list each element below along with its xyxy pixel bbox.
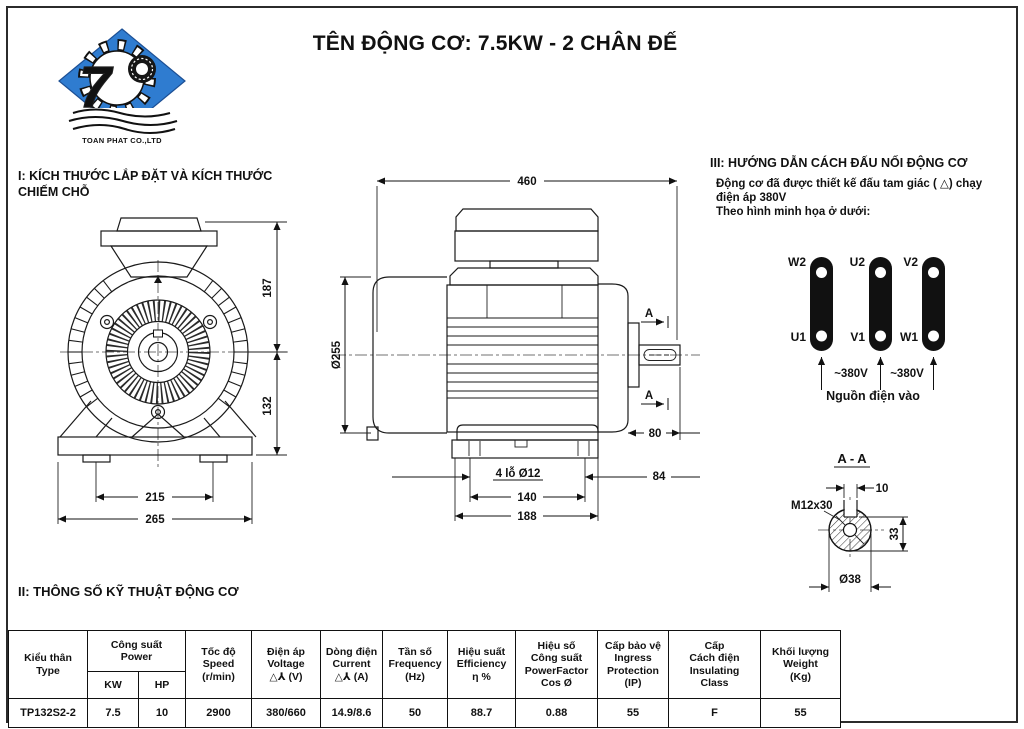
section-aa-detail: A - A 10 M12x30 33 Ø38 <box>791 451 908 592</box>
val-current: 14.9/8.6 <box>320 698 383 728</box>
terminal-u1: U1 <box>791 330 807 344</box>
section1-heading: I: KÍCH THƯỚC LẮP ĐẶT VÀ KÍCH THƯỚC CHIẾ… <box>18 169 273 200</box>
holes-label: 4 lỗ Ø12 <box>496 467 541 480</box>
val-powerfactor: 0.88 <box>515 698 598 728</box>
company-name: TOAN PHAT CO.,LTD <box>82 136 162 145</box>
front-dimensions: 187 132 215 265 <box>57 221 287 526</box>
dim-dia255: Ø255 <box>331 340 343 369</box>
col-powerfactor: Hiệu số Công suất PowerFactor Cos Ø <box>515 630 598 699</box>
section2-heading: II: THÔNG SỐ KỸ THUẬT ĐỘNG CƠ <box>18 584 239 599</box>
val-efficiency: 88.7 <box>447 698 516 728</box>
col-speed: Tốc độ Speed (r/min) <box>185 630 252 699</box>
section-aa-title: A - A <box>837 451 867 466</box>
val-weight: 55 <box>760 698 841 728</box>
motor-front-view: 187 132 215 265 <box>57 217 288 526</box>
terminal-u2: U2 <box>850 255 866 269</box>
terminal-w1: W1 <box>900 330 918 344</box>
spec-table: Kiểu thân Type Công suất Power Tốc độ Sp… <box>8 630 841 728</box>
motor-side-view: 460 Ø255 80 4 lỗ Ø12 84 140 188 <box>331 175 700 523</box>
terminal-wiring-diagram: W2 U2 V2 U1 V1 W1 ~380V ~380V Nguồn điện… <box>788 255 945 403</box>
shaft-side <box>638 344 681 366</box>
table-row: TP132S2-2 7.5 10 2900 380/660 14.9/8.6 5… <box>8 698 841 728</box>
aa-dimensions: 10 M12x30 33 Ø38 <box>791 483 908 592</box>
col-type: Kiểu thân Type <box>8 630 88 699</box>
dim-10: 10 <box>876 483 889 495</box>
col-hp: HP <box>138 671 186 699</box>
mounting-feet-front <box>57 400 257 463</box>
section-marker-a-bottom: A <box>645 390 653 402</box>
motor-body-side <box>446 284 599 433</box>
terminal-w2: W2 <box>788 255 806 269</box>
sheet-title: TÊN ĐỘNG CƠ: 7.5KW - 2 CHÂN ĐẾ <box>312 32 678 55</box>
col-frequency: Tần số Frequency (Hz) <box>382 630 448 699</box>
section3-heading: III: HƯỚNG DẪN CÁCH ĐẤU NỐI ĐỘNG CƠ <box>710 156 968 170</box>
terminal-links <box>810 257 945 351</box>
val-voltage: 380/660 <box>251 698 321 728</box>
val-insulation: F <box>668 698 761 728</box>
val-hp: 10 <box>138 698 186 728</box>
mounting-feet-side <box>451 424 599 459</box>
terminal-v2: V2 <box>903 255 918 269</box>
val-speed: 2900 <box>185 698 252 728</box>
bolt-ears <box>99 314 218 420</box>
dim-188: 188 <box>517 511 537 523</box>
side-dimensions: 460 Ø255 80 4 lỗ Ø12 84 140 188 <box>331 175 700 523</box>
lifting-mark <box>154 276 162 283</box>
voltage-label-left: ~380V <box>834 368 868 380</box>
company-logo: 7 TOAN PHAT CO.,LTD <box>58 28 186 145</box>
val-ip: 55 <box>597 698 669 728</box>
thread-label: M12x30 <box>791 500 833 512</box>
col-efficiency: Hiệu suất Efficiency η % <box>447 630 516 699</box>
dim-84: 84 <box>653 471 666 483</box>
val-kw: 7.5 <box>87 698 139 728</box>
dim-265: 265 <box>145 514 165 526</box>
dim-140: 140 <box>517 492 536 504</box>
keyway-slot <box>844 500 857 517</box>
col-current: Dòng điện Current △⅄ (A) <box>320 630 383 699</box>
section-marker-a-top: A <box>645 308 653 320</box>
bearing-icon <box>128 55 156 83</box>
terminal-box-side <box>449 208 599 286</box>
dim-215: 215 <box>145 492 165 504</box>
stator-hatch <box>106 300 210 404</box>
terminal-box-front <box>100 217 218 278</box>
water-waves-icon <box>68 108 178 134</box>
val-frequency: 50 <box>382 698 448 728</box>
col-kw: KW <box>87 671 139 699</box>
dim-33: 33 <box>889 528 901 541</box>
terminal-labels: W2 U2 V2 U1 V1 W1 <box>788 255 918 344</box>
voltage-label-right: ~380V <box>890 368 924 380</box>
front-end-bell <box>366 276 447 441</box>
section-markers: A A <box>641 308 669 410</box>
rear-end-bell <box>598 283 640 433</box>
col-weight: Khối lượng Weight (Kg) <box>760 630 841 699</box>
col-voltage: Điện áp Voltage △⅄ (V) <box>251 630 321 699</box>
dim-132: 132 <box>262 396 274 415</box>
val-type: TP132S2-2 <box>8 698 88 728</box>
shaft-keyway-notch <box>153 329 163 338</box>
thread-hole <box>842 522 858 538</box>
power-source-label: Nguồn điện vào <box>826 389 920 403</box>
supply-arrows <box>817 357 938 390</box>
dim-dia38: Ø38 <box>839 574 861 586</box>
terminal-v1: V1 <box>850 330 865 344</box>
dim-80: 80 <box>649 428 662 440</box>
dim-187: 187 <box>262 278 274 297</box>
wiring-instructions: Động cơ đã được thiết kế đấu tam giác ( … <box>716 178 983 219</box>
col-ip: Cấp bảo vệ Ingress Protection (IP) <box>597 630 669 699</box>
dim-460: 460 <box>517 176 536 188</box>
col-insulation: Cấp Cách điện Insulating Class <box>668 630 761 699</box>
col-power: Công suất Power <box>87 630 186 672</box>
